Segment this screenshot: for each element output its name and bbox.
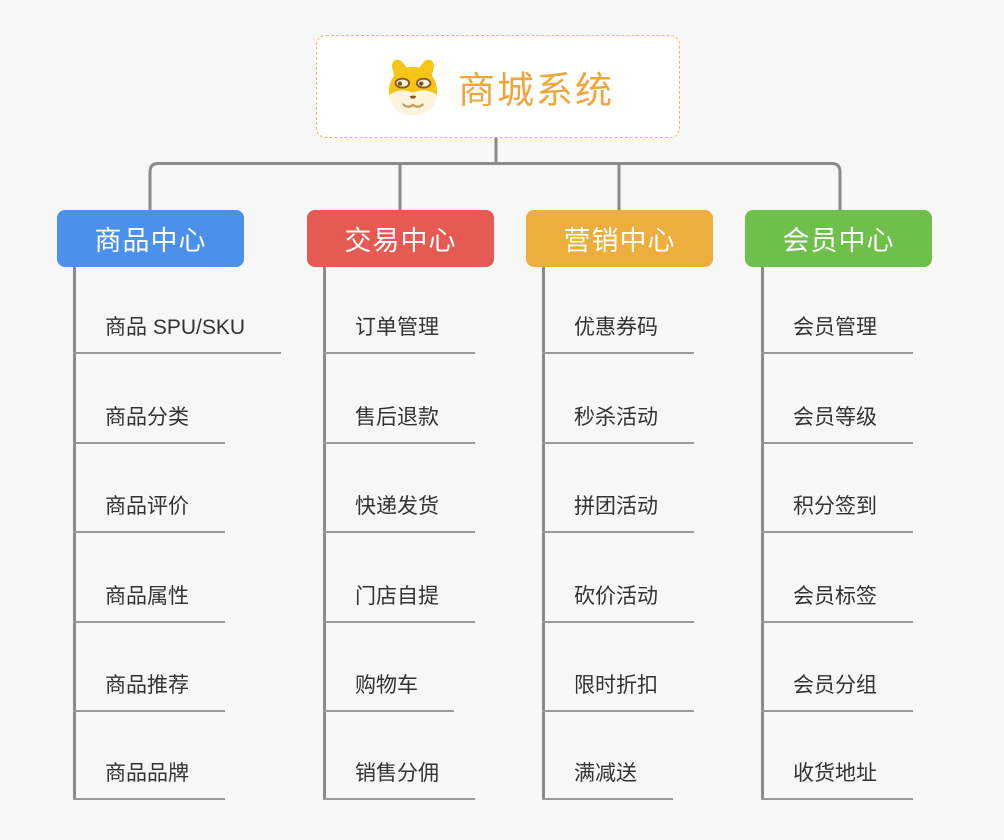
branch-marketing-center[interactable]: 营销中心	[526, 210, 713, 267]
leaf-node[interactable]: 会员标签	[761, 582, 913, 623]
leaf-node[interactable]: 满减送	[542, 759, 673, 800]
leaf-node[interactable]: 商品品牌	[73, 759, 225, 800]
branch-member-center[interactable]: 会员中心	[745, 210, 932, 267]
root-title: 商城系统	[458, 69, 614, 111]
root-node[interactable]: 商城系统	[316, 35, 680, 138]
leaf-node[interactable]: 砍价活动	[542, 582, 694, 623]
branch-label: 会员中心	[782, 226, 895, 256]
branch-label: 营销中心	[563, 226, 676, 256]
leaf-node[interactable]: 销售分佣	[323, 759, 475, 800]
leaf-node[interactable]: 快递发货	[323, 492, 475, 533]
leaf-node[interactable]: 限时折扣	[542, 671, 694, 712]
leaf-node[interactable]: 商品 SPU/SKU	[73, 313, 282, 354]
leaf-node[interactable]: 拼团活动	[542, 492, 694, 533]
dog-face-icon	[388, 59, 438, 115]
leaf-node[interactable]: 会员分组	[761, 671, 913, 712]
leaf-node[interactable]: 门店自提	[323, 582, 475, 623]
leaf-node[interactable]: 优惠券码	[542, 313, 694, 354]
leaf-node[interactable]: 商品评价	[73, 492, 225, 533]
leaf-node[interactable]: 会员等级	[761, 403, 913, 444]
branch-trade-center[interactable]: 交易中心	[307, 210, 494, 267]
leaf-node[interactable]: 秒杀活动	[542, 403, 694, 444]
leaf-node[interactable]: 收货地址	[761, 759, 913, 800]
leaf-node[interactable]: 商品分类	[73, 403, 225, 444]
leaf-node[interactable]: 积分签到	[761, 492, 913, 533]
leaf-node[interactable]: 会员管理	[761, 313, 913, 354]
leaf-node[interactable]: 售后退款	[323, 403, 475, 444]
leaf-node[interactable]: 购物车	[323, 671, 454, 712]
leaf-node[interactable]: 订单管理	[323, 313, 475, 354]
branch-label: 商品中心	[94, 226, 207, 256]
leaf-node[interactable]: 商品属性	[73, 582, 225, 623]
leaf-node[interactable]: 商品推荐	[73, 671, 225, 712]
branch-product-center[interactable]: 商品中心	[57, 210, 244, 267]
branch-label: 交易中心	[344, 226, 457, 256]
